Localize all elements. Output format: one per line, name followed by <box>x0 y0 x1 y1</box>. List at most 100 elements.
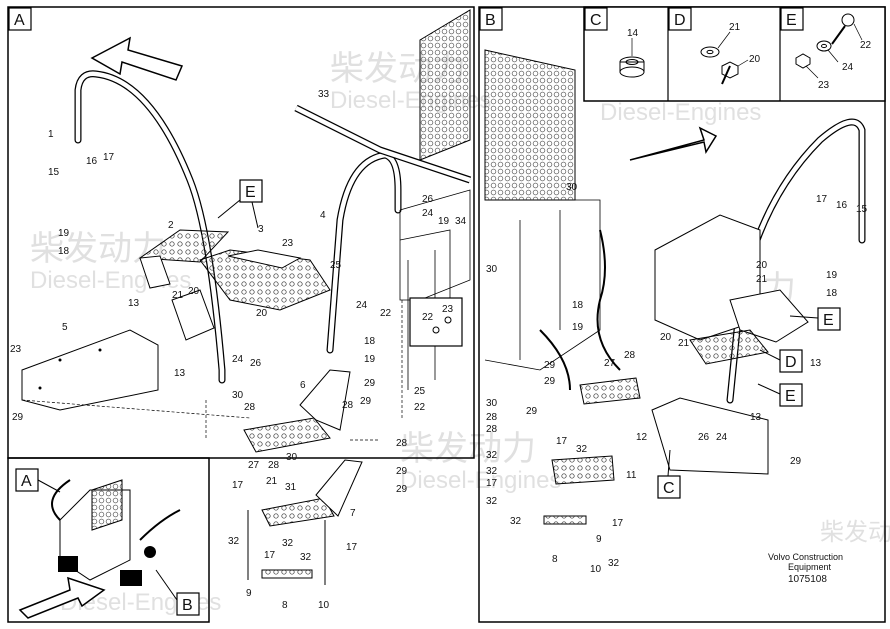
panel-label-a: A <box>8 7 32 31</box>
svg-text:10: 10 <box>590 564 602 575</box>
panel-a-callouts: 33 1 15 16 17 19 18 2 3 23 25 4 26 24 19… <box>10 89 467 611</box>
svg-text:22: 22 <box>380 308 392 319</box>
svg-text:26: 26 <box>422 194 434 205</box>
callout-label: 22 <box>860 40 872 51</box>
overview-frame <box>7 457 210 623</box>
svg-text:A: A <box>14 12 25 29</box>
svg-text:18: 18 <box>826 288 838 299</box>
cab-frame-b <box>484 199 601 371</box>
svg-text:B: B <box>485 12 496 29</box>
svg-text:23: 23 <box>10 344 22 355</box>
svg-text:17: 17 <box>264 550 276 561</box>
panel-label-d: D <box>668 7 692 31</box>
callout-label: 23 <box>818 80 830 91</box>
grill-panel-upper <box>419 9 471 161</box>
svg-text:A: A <box>21 473 32 490</box>
svg-text:32: 32 <box>510 516 522 527</box>
svg-text:30: 30 <box>566 182 578 193</box>
svg-text:E: E <box>823 312 834 329</box>
svg-text:32: 32 <box>486 450 498 461</box>
svg-text:21: 21 <box>678 338 690 349</box>
panel-label-e: E <box>780 7 804 31</box>
svg-text:28: 28 <box>342 400 354 411</box>
svg-text:19: 19 <box>826 270 838 281</box>
overview-label-b: B <box>155 569 200 616</box>
svg-text:20: 20 <box>256 308 268 319</box>
svg-text:30: 30 <box>286 452 298 463</box>
overview-label-a: A <box>15 468 61 493</box>
svg-text:17: 17 <box>816 194 828 205</box>
svg-text:16: 16 <box>86 156 98 167</box>
svg-text:33: 33 <box>318 89 330 100</box>
svg-text:8: 8 <box>552 554 558 565</box>
callout-label: 14 <box>627 28 639 39</box>
svg-text:9: 9 <box>246 588 252 599</box>
svg-text:32: 32 <box>282 538 294 549</box>
step-2 <box>138 229 230 289</box>
step-b-upper <box>689 329 769 365</box>
svg-text:27: 27 <box>248 460 260 471</box>
svg-text:30: 30 <box>486 264 498 275</box>
detail-e-ref: E <box>789 307 841 331</box>
svg-text:16: 16 <box>836 200 848 211</box>
svg-text:20: 20 <box>188 286 200 297</box>
svg-text:21: 21 <box>266 476 278 487</box>
details-frame <box>583 6 886 102</box>
direction-arrow-icon <box>629 126 718 161</box>
svg-text:23: 23 <box>442 304 454 315</box>
svg-text:28: 28 <box>268 460 280 471</box>
callout-label: 21 <box>729 22 741 33</box>
svg-text:22: 22 <box>414 402 426 413</box>
svg-text:28: 28 <box>486 412 498 423</box>
hose-b <box>596 229 621 371</box>
direction-arrow-icon <box>90 36 184 81</box>
overview-arrow-icon <box>18 576 106 619</box>
svg-text:13: 13 <box>750 412 762 423</box>
svg-text:3: 3 <box>258 224 264 235</box>
svg-text:25: 25 <box>414 386 426 397</box>
cover-12 <box>651 397 769 475</box>
step-8 <box>247 510 326 585</box>
overview-machine <box>51 479 181 586</box>
svg-text:13: 13 <box>174 368 186 379</box>
svg-text:29: 29 <box>544 360 556 371</box>
svg-text:20: 20 <box>756 260 768 271</box>
svg-text:4: 4 <box>320 210 326 221</box>
svg-text:17: 17 <box>232 480 244 491</box>
svg-text:24: 24 <box>232 354 244 365</box>
detail-d-fasteners: 21 20 <box>700 22 761 85</box>
svg-text:13: 13 <box>128 298 140 309</box>
detail-c-ref: C <box>657 449 681 499</box>
svg-text:22: 22 <box>422 312 434 323</box>
credit-block: Volvo Construction Equipment 1075108 <box>768 552 843 585</box>
svg-text:1075108: 1075108 <box>788 574 827 585</box>
svg-text:18: 18 <box>364 336 376 347</box>
watermark-cn: 柴发动力 <box>820 519 890 546</box>
panel-label-b: B <box>479 7 503 31</box>
svg-text:29: 29 <box>526 406 538 417</box>
svg-text:E: E <box>245 184 256 201</box>
step-3 <box>171 249 331 341</box>
svg-text:12: 12 <box>636 432 648 443</box>
inset-box <box>409 297 463 347</box>
svg-text:E: E <box>786 12 797 29</box>
svg-text:13: 13 <box>810 358 822 369</box>
detail-c-plug: 14 <box>619 28 645 78</box>
svg-text:10: 10 <box>318 600 330 611</box>
svg-text:7: 7 <box>350 508 356 519</box>
svg-text:D: D <box>674 12 686 29</box>
svg-text:C: C <box>590 12 602 29</box>
svg-text:28: 28 <box>624 350 636 361</box>
svg-text:31: 31 <box>285 482 297 493</box>
detail-e-fasteners: 22 24 23 <box>795 13 872 91</box>
svg-text:18: 18 <box>572 300 584 311</box>
svg-text:26: 26 <box>250 358 262 369</box>
svg-text:21: 21 <box>172 290 184 301</box>
svg-text:21: 21 <box>756 274 768 285</box>
svg-text:30: 30 <box>486 398 498 409</box>
svg-text:30: 30 <box>232 390 244 401</box>
svg-text:25: 25 <box>330 260 342 271</box>
panel-label-c: C <box>584 7 608 31</box>
callout-label: 24 <box>842 62 854 73</box>
